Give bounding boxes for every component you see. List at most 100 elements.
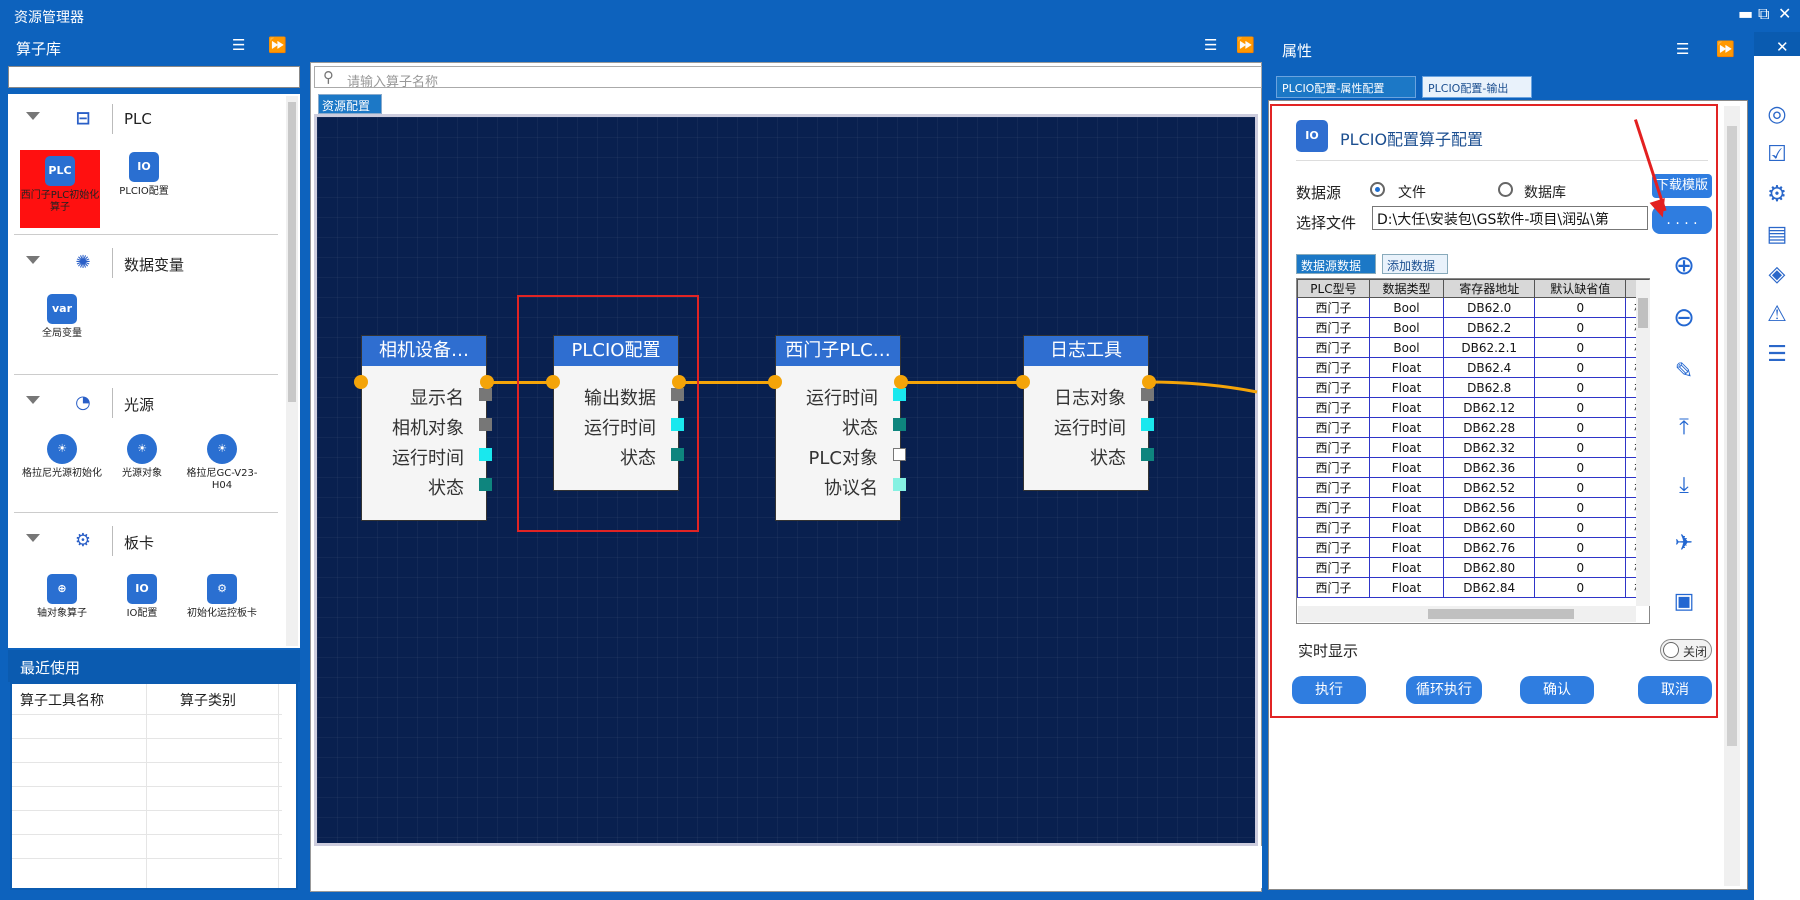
output-flow-port[interactable] — [1142, 375, 1156, 389]
node-camera-device[interactable]: 相机设备… 显示名 相机对象 运行时间 状态 — [361, 335, 492, 521]
table-header-cell[interactable]: 默认缺省值 — [1534, 279, 1627, 298]
output-port[interactable] — [479, 388, 492, 401]
library-search-input[interactable] — [8, 66, 300, 88]
operator-search-input[interactable]: ⚲ 请输入算子名称 — [314, 66, 1262, 90]
save-icon[interactable]: ▣ — [1673, 589, 1695, 614]
edit-icon[interactable]: ✎ — [1674, 359, 1694, 384]
realtime-toggle[interactable]: 关闭 — [1660, 639, 1712, 661]
browse-button[interactable]: . . . . — [1652, 206, 1712, 234]
menu-icon[interactable]: ☰ — [232, 36, 246, 54]
output-port[interactable] — [671, 448, 684, 461]
output-flow-port[interactable] — [480, 375, 494, 389]
settings-list-icon[interactable]: ⚙ — [1767, 182, 1787, 207]
table-header-cell[interactable]: 数据类型 — [1368, 279, 1445, 298]
download-template-button[interactable]: 下载模版 — [1652, 174, 1712, 198]
input-flow-port[interactable] — [768, 375, 782, 389]
pin-icon[interactable]: ⏩ — [268, 36, 287, 54]
category-light-source[interactable]: ◔ 光源 — [8, 378, 278, 428]
input-flow-port[interactable] — [546, 375, 560, 389]
collapse-arrow-icon[interactable] — [26, 396, 40, 404]
output-port[interactable] — [479, 418, 492, 431]
tool-light-gc[interactable]: ☀ 格拉尼GC-V23-H04 — [182, 434, 262, 492]
output-port[interactable] — [671, 418, 684, 431]
confirm-button[interactable]: 确认 — [1520, 676, 1594, 704]
output-port[interactable] — [893, 418, 906, 431]
flow-canvas[interactable]: 相机设备… 显示名 相机对象 运行时间 状态 PLCIO配置 输出数据 运行时间… — [314, 114, 1258, 846]
execute-button[interactable]: 执行 — [1292, 676, 1366, 704]
node-plcio-config[interactable]: PLCIO配置 输出数据 运行时间 状态 — [553, 335, 684, 491]
tool-light-object[interactable]: ☀ 光源对象 — [102, 434, 182, 480]
category-data-variables[interactable]: ✺ 数据变量 — [8, 238, 278, 288]
output-flow-port[interactable] — [894, 375, 908, 389]
output-port[interactable] — [1141, 388, 1154, 401]
output-port[interactable] — [1141, 418, 1154, 431]
tool-motion-board-init[interactable]: ⚙ 初始化运控板卡 — [182, 574, 262, 620]
file-path-input[interactable]: D:\大任\安装包\GS软件-项目\润弘\第 — [1372, 206, 1648, 230]
link-icon[interactable]: ✈ — [1674, 531, 1694, 556]
restore-button[interactable]: ⧉ — [1758, 4, 1770, 23]
table-header-cell[interactable]: 寄存器地址 — [1443, 279, 1536, 298]
output-port[interactable] — [479, 478, 492, 491]
node-siemens-plc[interactable]: 西门子PLC… 运行时间 状态 PLC对象 协议名 — [775, 335, 906, 521]
move-bottom-icon[interactable]: ⤓ — [1679, 473, 1689, 498]
radio-file[interactable] — [1370, 182, 1385, 197]
input-flow-port[interactable] — [354, 375, 368, 389]
pin-icon[interactable]: ⏩ — [1716, 40, 1735, 58]
pin-icon[interactable]: ⏩ — [1236, 36, 1255, 54]
close-button[interactable]: ✕ — [1778, 4, 1792, 23]
category-plc[interactable]: ⊟ PLC — [8, 94, 278, 144]
tool-io-config[interactable]: IO IO配置 — [102, 574, 182, 620]
tab-output[interactable]: PLCIO配置-输出 — [1422, 76, 1532, 98]
tab-add-data[interactable]: 添加数据 — [1382, 254, 1448, 274]
cancel-button[interactable]: 取消 — [1638, 676, 1712, 704]
input-flow-port[interactable] — [1016, 375, 1030, 389]
checklist-icon[interactable]: ☑ — [1767, 142, 1787, 167]
loop-execute-button[interactable]: 循环执行 — [1406, 676, 1482, 704]
properties-scrollbar[interactable] — [1724, 106, 1740, 886]
collapse-arrow-icon[interactable] — [26, 256, 40, 264]
menu-icon[interactable]: ☰ — [1676, 40, 1690, 58]
remove-icon[interactable]: ⊖ — [1673, 303, 1695, 333]
tab-resource-config[interactable]: 资源配置 — [318, 94, 382, 114]
layers-icon[interactable]: ◈ — [1768, 262, 1786, 287]
tool-plcio-config[interactable]: IO PLCIO配置 — [104, 152, 184, 198]
tool-siemens-plc-init[interactable]: PLC 西门子PLC初始化算子 — [20, 150, 100, 228]
table-header-cell[interactable]: PLC型号 — [1297, 279, 1370, 298]
warning-icon[interactable]: ⚠ — [1767, 302, 1787, 327]
minimize-button[interactable]: ▬ — [1738, 4, 1754, 23]
output-port[interactable] — [671, 388, 684, 401]
collapse-arrow-icon[interactable] — [26, 112, 40, 120]
menu-icon[interactable]: ☰ — [1204, 36, 1218, 54]
output-port[interactable] — [1141, 448, 1154, 461]
output-flow-port[interactable] — [672, 375, 686, 389]
tool-light-init[interactable]: ☀ 格拉尼光源初始化 — [22, 434, 102, 480]
target-icon[interactable]: ◎ — [1767, 102, 1787, 127]
table-vertical-scrollbar[interactable] — [1636, 280, 1650, 606]
panel-icon[interactable]: ▤ — [1766, 222, 1788, 247]
tool-global-variable[interactable]: var 全局变量 — [22, 294, 102, 340]
output-port[interactable] — [893, 448, 906, 461]
tab-property-config[interactable]: PLCIO配置-属性配置 — [1276, 76, 1416, 98]
radio-database[interactable] — [1498, 182, 1513, 197]
category-board[interactable]: ⚙ 板卡 — [8, 516, 278, 566]
node-log-tool[interactable]: 日志工具 日志对象 运行时间 状态 — [1023, 335, 1154, 491]
output-port[interactable] — [479, 448, 492, 461]
table-horizontal-scrollbar[interactable] — [1298, 606, 1636, 622]
collapse-arrow-icon[interactable] — [26, 534, 40, 542]
tool-axis-object[interactable]: ⊕ 轴对象算子 — [22, 574, 102, 620]
output-port[interactable] — [893, 478, 906, 491]
